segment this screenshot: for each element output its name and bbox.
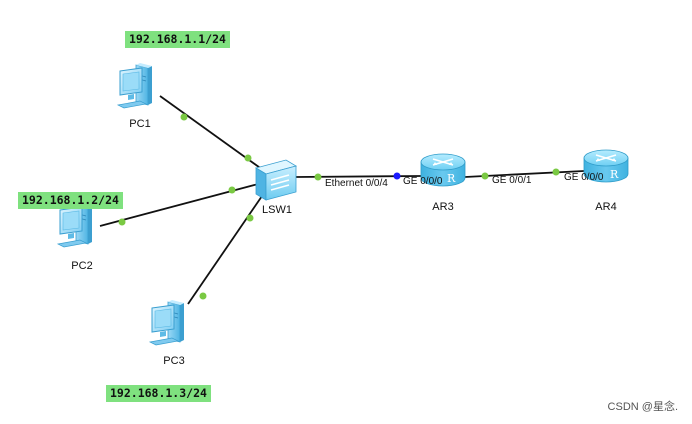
ip-label-pc1: 192.168.1.1/24 xyxy=(125,31,230,48)
port-dot xyxy=(180,113,188,121)
port-dot xyxy=(246,214,254,222)
link-pc3-lsw1 xyxy=(187,195,263,305)
device-label-pc2: PC2 xyxy=(71,260,93,272)
device-label-pc3: PC3 xyxy=(163,355,185,367)
port-label-ar3-ge001: GE 0/0/1 xyxy=(492,175,532,186)
device-label-ar3: AR3 xyxy=(432,201,454,213)
port-dot xyxy=(244,154,252,162)
port-dot xyxy=(481,172,489,180)
port-dot-active xyxy=(393,172,401,180)
pc1-icon[interactable] xyxy=(117,62,153,109)
port-label-ar3-ge000: GE 0/0/0 xyxy=(403,176,443,187)
ip-label-pc3: 192.168.1.3/24 xyxy=(106,385,211,402)
port-label-lsw1-eth: Ethernet 0/0/4 xyxy=(325,178,388,189)
switch-icon[interactable] xyxy=(254,159,298,201)
port-label-ar4-ge000: GE 0/0/0 xyxy=(564,172,604,183)
device-label-ar4: AR4 xyxy=(595,201,617,213)
device-label-pc1: PC1 xyxy=(129,118,151,130)
port-dot xyxy=(228,186,236,194)
port-dot xyxy=(118,218,126,226)
device-label-lsw1: LSW1 xyxy=(262,204,292,216)
port-dot xyxy=(552,168,560,176)
watermark: CSDN @星念. xyxy=(607,401,678,413)
port-dot xyxy=(314,173,322,181)
ip-label-pc2: 192.168.1.2/24 xyxy=(18,192,123,209)
pc3-icon[interactable] xyxy=(149,299,185,346)
port-dot xyxy=(199,292,207,300)
